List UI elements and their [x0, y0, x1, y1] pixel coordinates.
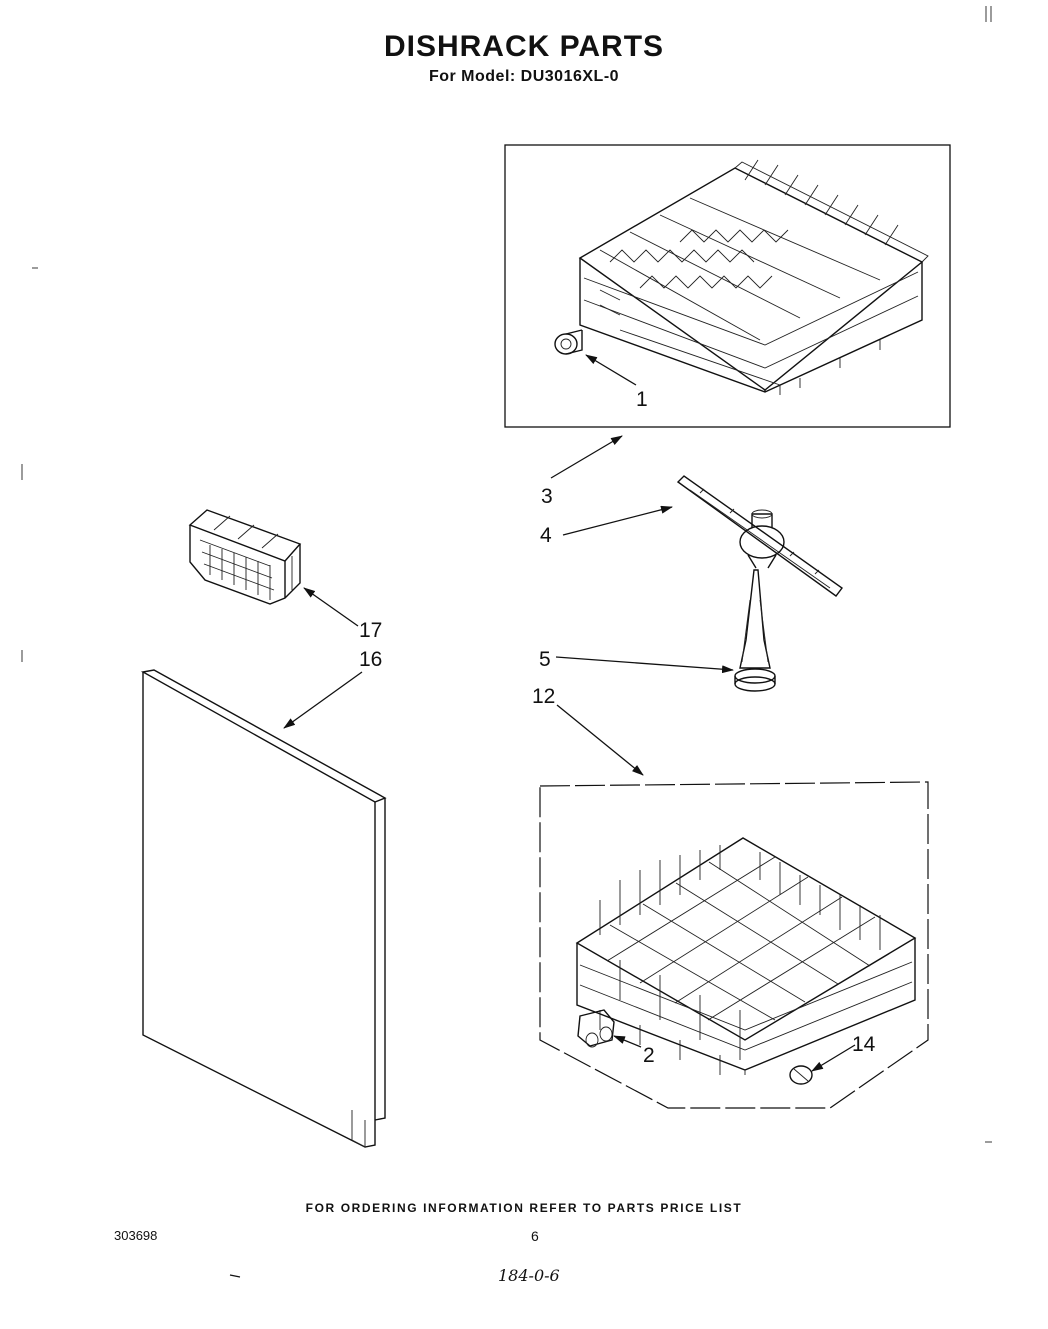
- part-5-spray-arm-mount: [734, 569, 776, 692]
- leader-arrow-4: [562, 505, 673, 536]
- handwritten-annotation: 184-0-6: [498, 1266, 560, 1285]
- lower-rack-box: [539, 781, 929, 1109]
- callout-1: 1: [636, 388, 648, 411]
- callout-4: 4: [540, 524, 552, 547]
- leader-arrow-1: [585, 354, 637, 386]
- ordering-info-note: FOR ORDERING INFORMATION REFER TO PARTS …: [305, 1201, 743, 1215]
- leader-arrow-5: [555, 656, 734, 674]
- callout-16: 16: [359, 648, 382, 671]
- part-17-silverware-basket: [188, 509, 302, 605]
- part-4-spray-arm: [676, 475, 843, 597]
- part-2-roller: [577, 1009, 615, 1048]
- part-16-door-panel: [140, 669, 387, 1148]
- upper-dishrack-illustration: [578, 159, 929, 395]
- page-title: DISHRACK PARTS: [383, 30, 665, 63]
- callout-17: 17: [359, 619, 382, 642]
- lower-dishrack-illustration: [575, 837, 917, 1075]
- leader-arrow-16: [283, 671, 363, 729]
- callout-2: 2: [643, 1044, 655, 1067]
- leader-arrow-17: [303, 587, 359, 627]
- leader-arrow-2: [613, 1035, 642, 1048]
- leader-arrow-12: [556, 704, 644, 776]
- model-subtitle: For Model: DU3016XL-0: [428, 68, 620, 85]
- callout-3: 3: [541, 485, 553, 508]
- callout-5: 5: [539, 648, 551, 671]
- part-14-tine-cap: [789, 1065, 813, 1085]
- upper-rack-box: [504, 144, 951, 428]
- leader-arrow-3: [550, 435, 623, 479]
- scan-marks: [21, 6, 992, 1278]
- part-1-rack-stop: [554, 329, 583, 355]
- callout-14: 14: [852, 1033, 876, 1056]
- callout-12: 12: [532, 685, 555, 708]
- leader-arrow-14: [811, 1044, 856, 1072]
- document-number: 303698: [114, 1228, 158, 1243]
- page-number: 6: [531, 1228, 539, 1244]
